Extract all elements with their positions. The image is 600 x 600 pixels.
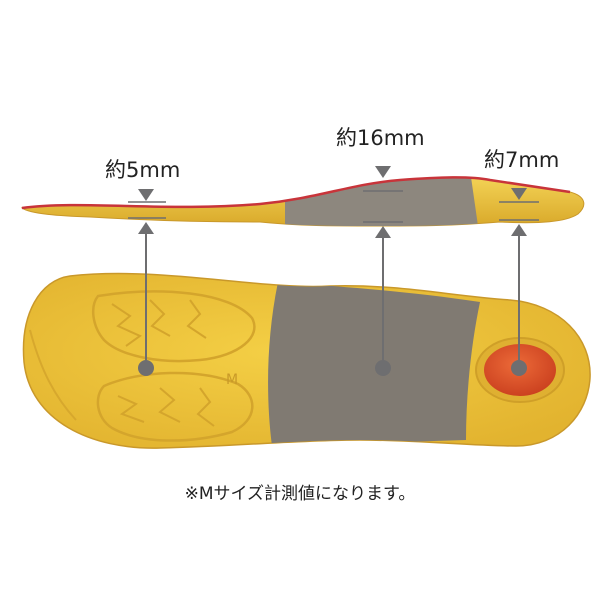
size-note: ※Mサイズ計測値になります。: [184, 484, 416, 504]
arch-measure-marker: [363, 166, 403, 376]
heel-measure-marker: [499, 188, 539, 376]
toe-measure-marker: [128, 189, 166, 376]
forefoot-texture-lower: [117, 387, 215, 427]
svg-text:M: M: [226, 372, 238, 388]
forefoot-texture: [111, 299, 207, 347]
arch-thickness-label: 約16mm: [336, 126, 425, 150]
insole-side-profile: [20, 176, 585, 227]
insole-bottom-view: M: [22, 272, 591, 449]
top-red-stripe: [21, 176, 571, 210]
toe-thickness-label: 約5mm: [105, 158, 181, 182]
forefoot-pad-lower: [96, 371, 254, 442]
arch-gray-panel: [268, 282, 480, 446]
forefoot-pad-upper: [91, 290, 256, 363]
heel-thickness-label: 約7mm: [484, 148, 560, 172]
